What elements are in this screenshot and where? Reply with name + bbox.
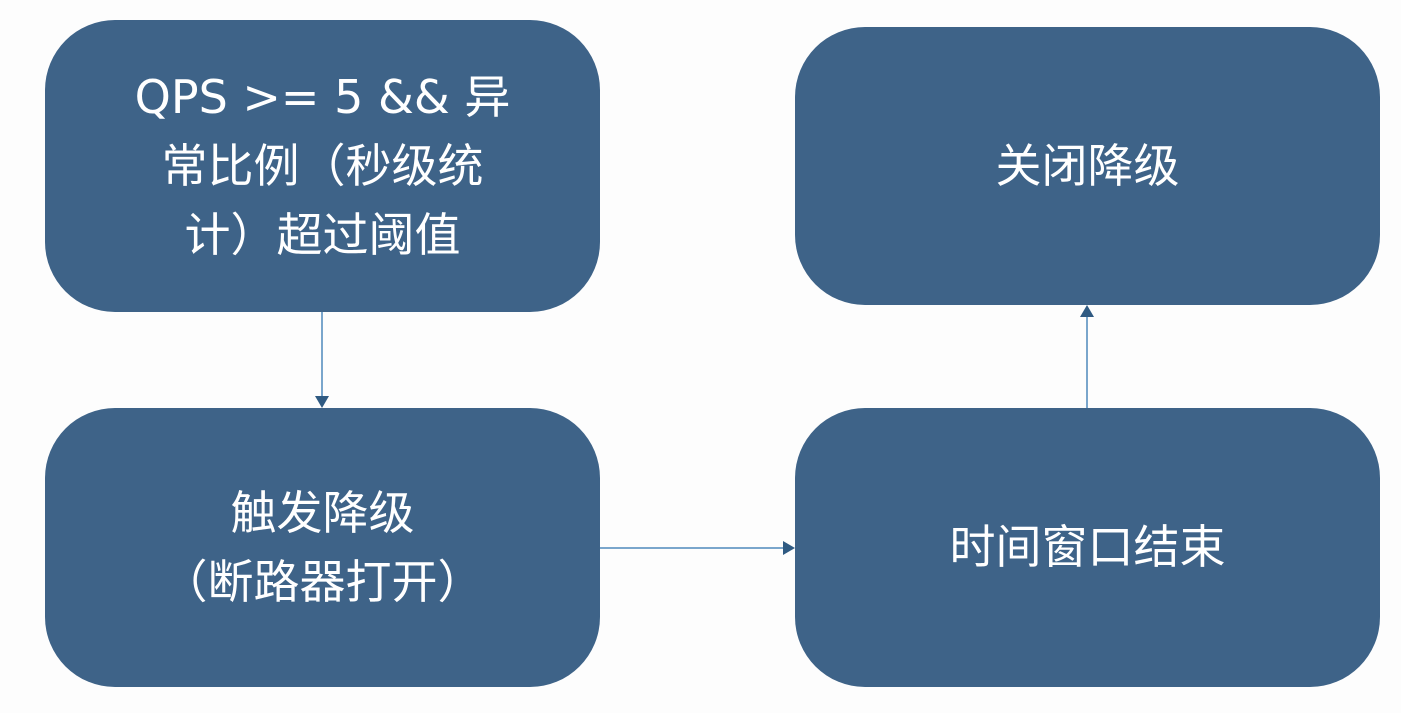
node-trigger-degrade: 触发降级 （断路器打开） (45, 408, 600, 687)
edge-condition-to-trigger (315, 312, 329, 408)
node-window-end: 时间窗口结束 (795, 408, 1380, 687)
node-condition-line: 计）超过阈值 (184, 207, 461, 262)
node-condition: QPS >= 5 && 异 常比例（秒级统 计）超过阈值 (45, 20, 600, 312)
node-condition-line: 常比例（秒级统 (161, 138, 484, 193)
node-condition-line: QPS >= 5 && 异 (134, 69, 511, 124)
node-close-label: 关闭降级 (995, 138, 1180, 193)
node-close-degrade: 关闭降级 (795, 27, 1380, 305)
node-trigger-line: （断路器打开） (161, 554, 484, 609)
node-trigger-line: 触发降级 (230, 485, 415, 540)
node-window-end-label: 时间窗口结束 (949, 520, 1226, 574)
edge-trigger-to-window-end (600, 541, 795, 555)
edge-window-end-to-close (1080, 305, 1094, 408)
